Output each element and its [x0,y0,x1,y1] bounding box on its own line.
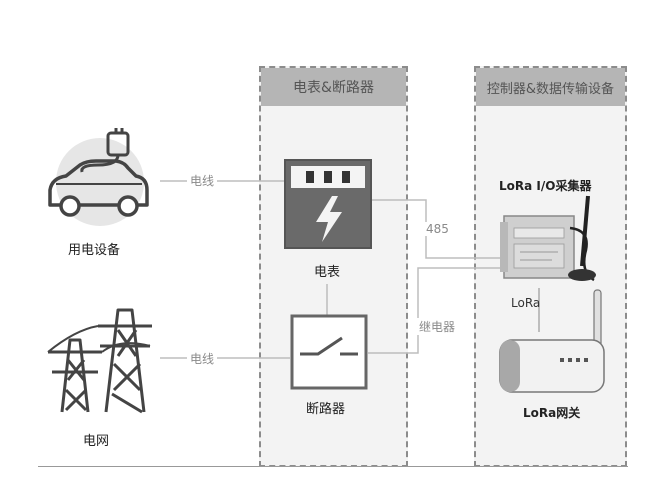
grid-label: 电网 [83,434,110,449]
ev-wire-label: 电线 [187,172,218,189]
rs485-label: 485 [423,222,452,236]
collector-label: LoRa I/O采集器 [499,179,592,193]
controller-panel-title: 控制器&数据传输设备 [476,68,625,106]
meter-breaker-panel-title: 电表&断路器 [261,68,406,106]
breaker-label: 断路器 [306,402,346,417]
grid-wire-label: 电线 [187,350,218,367]
gateway-label: LoRa网关 [523,406,581,420]
meter-breaker-panel: 电表&断路器 [259,66,408,467]
bottom-divider [38,466,628,467]
ev-label: 用电设备 [68,243,121,258]
meter-label: 电表 [314,265,341,280]
lora-link-label: LoRa [511,296,541,310]
relay-label: 继电器 [416,318,459,335]
controller-panel: 控制器&数据传输设备 [474,66,627,467]
